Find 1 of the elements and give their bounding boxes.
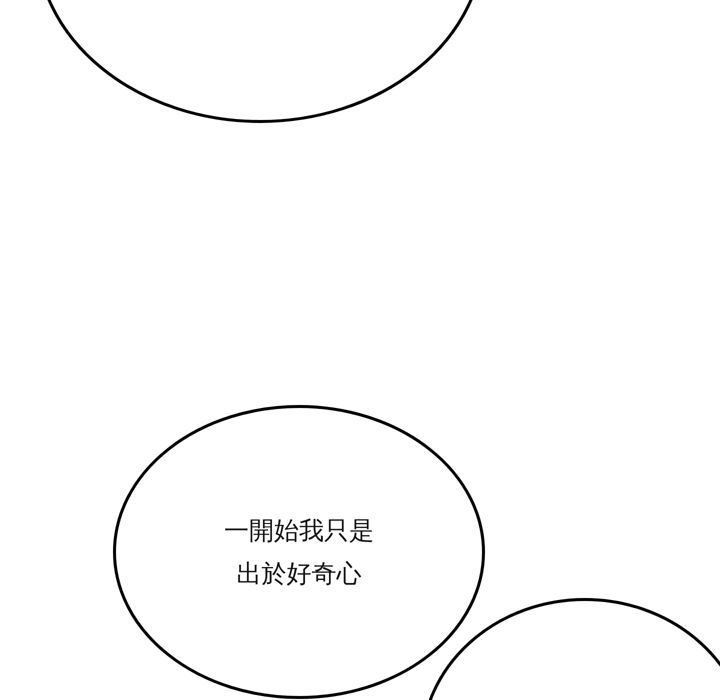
speech-text: 一開始我只是出於好奇心 xyxy=(223,515,375,590)
